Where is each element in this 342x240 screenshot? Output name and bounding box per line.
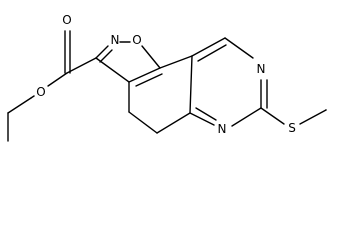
bond-s-ch3 [299, 109, 327, 125]
bond-c8a-c9-a [191, 37, 226, 57]
atom-o-isoxazole: O [132, 33, 141, 47]
atom-o-carbonyl: O [62, 13, 71, 27]
bond-c3-n-a [95, 45, 109, 59]
bond-o-c7a [141, 45, 161, 69]
bond-n-bottom-c5a-b [195, 107, 217, 121]
bond-o-ester-ch2 [30, 95, 35, 99]
bond-carbonyl-c3 [66, 57, 97, 74]
bond-ethyl-ch2 [7, 97, 32, 114]
bond-n-bottom-c5a-a [189, 112, 215, 126]
bond-c3a-c7a-a [128, 67, 161, 83]
bond-c2-n-bottom [231, 107, 262, 127]
bond-c2-s [260, 107, 285, 125]
bond-c9-n-top [224, 37, 254, 59]
atom-o-ester: O [36, 85, 45, 99]
bond-c7a-c8a [159, 55, 193, 69]
bond-c3a-c7a-b [135, 73, 163, 87]
bond-c3-n-b [99, 49, 113, 63]
bond-c8a-c5a [189, 55, 193, 114]
atom-n-isoxazole: N [111, 33, 120, 47]
bond-c8a-c9-b [197, 44, 227, 62]
bond-c4-c5 [128, 111, 158, 134]
bond-c5-c5a [156, 112, 191, 134]
atom-n-pyrimidine-top: N [257, 62, 266, 76]
atom-n-pyrimidine-bottom: N [218, 122, 227, 136]
atom-s-methylthio: S [288, 121, 296, 135]
bond-c3-c3a [95, 57, 130, 83]
bond-o-ester-carbonyl [47, 72, 68, 87]
molecule-structure: O O N O N N S [7, 13, 327, 142]
